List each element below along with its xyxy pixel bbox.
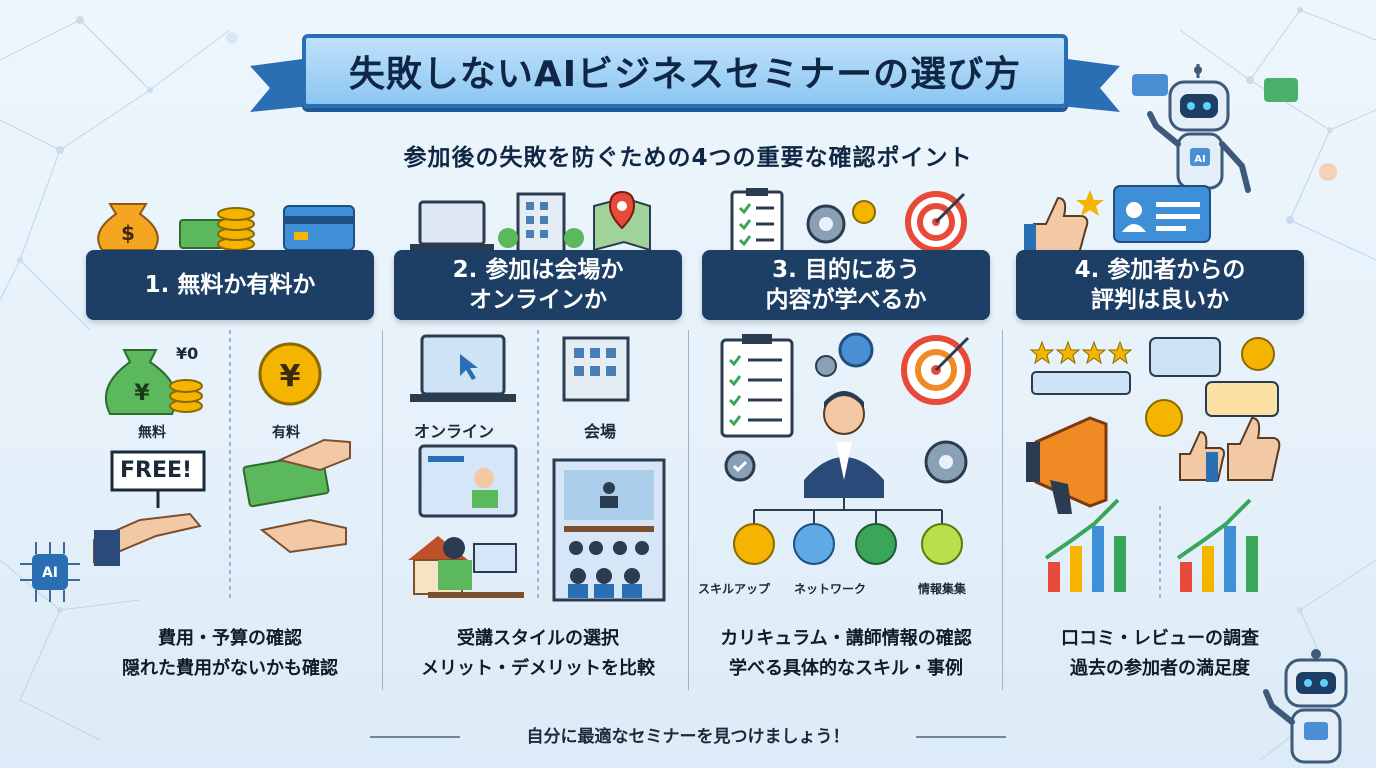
column-divider <box>688 330 689 690</box>
venue-online-icons <box>410 190 651 254</box>
point-4-illustration <box>1010 330 1310 620</box>
svg-text:$: $ <box>121 221 135 245</box>
point-1-header: 1. 無料か有料か <box>86 250 374 320</box>
point-1-illustration: ¥ ¥ ¥0 無料 有料 FREE! <box>80 330 380 620</box>
point-3-caption: カリキュラム・講師情報の確認 学べる具体的なスキル・事例 <box>696 624 996 684</box>
point-column-3: 3. 目的にあう 内容が学べるか <box>696 180 996 700</box>
footer-rule-left <box>370 736 460 738</box>
network-label: ネットワーク <box>794 582 867 596</box>
footer-rule-right <box>916 736 1006 738</box>
point-column-2: 2. 参加は会場か オンラインか <box>388 180 688 700</box>
robot-badge: AI <box>1194 154 1205 165</box>
header-line: 内容が学べるか <box>765 287 927 313</box>
point-4-header: 4. 参加者からの 評判は良いか <box>1016 250 1304 320</box>
skill-up-label: スキルアップ <box>698 582 771 596</box>
caption-line: 学べる具体的なスキル・事例 <box>729 658 963 679</box>
header-line: 3. 目的にあう <box>772 257 920 283</box>
point-1-caption: 費用・予算の確認 隠れた費用がないかも確認 <box>80 624 380 684</box>
column-divider <box>382 330 383 690</box>
info-gathering-label: 情報集集 <box>918 582 967 596</box>
point-column-1: $ 1. 無料か有料か ¥ ¥ ¥0 無料 <box>80 180 380 700</box>
page-subtitle: 参加後の失敗を防ぐための4つの重要な確認ポイント <box>403 145 973 171</box>
paid-label: 有料 <box>272 425 300 441</box>
money-icons: $ <box>97 203 355 251</box>
online-label: オンライン <box>414 422 495 441</box>
ribbon-right-tail <box>1060 58 1120 112</box>
page-title: 失敗しないAIビジネスセミナーの選び方 <box>348 54 1022 95</box>
free-sign-text: FREE! <box>120 458 193 483</box>
goal-icons <box>730 188 967 254</box>
free-label: 無料 <box>138 425 166 441</box>
point-3-header: 3. 目的にあう 内容が学べるか <box>702 250 990 320</box>
caption-line: 隠れた費用がないかも確認 <box>122 658 338 679</box>
robot-assistant-illustration: AI <box>1132 64 1298 193</box>
point-2-caption: 受講スタイルの選択 メリット・デメリットを比較 <box>388 624 688 684</box>
svg-text:¥: ¥ <box>134 381 150 406</box>
footer: 自分に最適なセミナーを見つけましょう！ <box>0 722 1376 747</box>
title-ribbon: 失敗しないAIビジネスセミナーの選び方 <box>302 34 1068 108</box>
ribbon-left-tail <box>250 58 310 112</box>
point-2-header: 2. 参加は会場か オンラインか <box>394 250 682 320</box>
caption-line: 過去の参加者の満足度 <box>1070 658 1250 679</box>
header-line: 4. 参加者からの <box>1074 257 1246 283</box>
small-robot-illustration <box>1263 649 1348 764</box>
venue-label: 会場 <box>584 422 617 441</box>
caption-line: 費用・予算の確認 <box>158 628 302 649</box>
caption-line: 口コミ・レビューの調査 <box>1061 628 1259 649</box>
free-price-label: ¥0 <box>176 344 199 363</box>
point-column-4: 4. 参加者からの 評判は良いか <box>1010 180 1310 700</box>
column-divider <box>1002 330 1003 690</box>
footer-message: 自分に最適なセミナーを見つけましょう！ <box>526 727 850 747</box>
point-4-caption: 口コミ・レビューの調査 過去の参加者の満足度 <box>1010 624 1310 684</box>
caption-line: カリキュラム・講師情報の確認 <box>720 628 972 649</box>
chip-badge: AI <box>42 565 58 581</box>
ai-chip-icon: AI <box>20 542 80 602</box>
title-banner: 失敗しないAIビジネスセミナーの選び方 <box>250 28 1120 128</box>
point-2-illustration: オンライン 会場 <box>388 330 688 620</box>
svg-text:¥: ¥ <box>280 359 301 394</box>
point-3-illustration: スキルアップ ネットワーク 情報集集 <box>696 330 996 620</box>
caption-line: 受講スタイルの選択 <box>457 628 619 649</box>
header-line: オンラインか <box>469 287 607 313</box>
header-line: 1. 無料か有料か <box>144 272 316 298</box>
header-line: 2. 参加は会場か <box>452 257 624 283</box>
reputation-icons <box>1024 185 1211 255</box>
header-line: 評判は良いか <box>1091 287 1229 313</box>
caption-line: メリット・デメリットを比較 <box>421 658 655 679</box>
